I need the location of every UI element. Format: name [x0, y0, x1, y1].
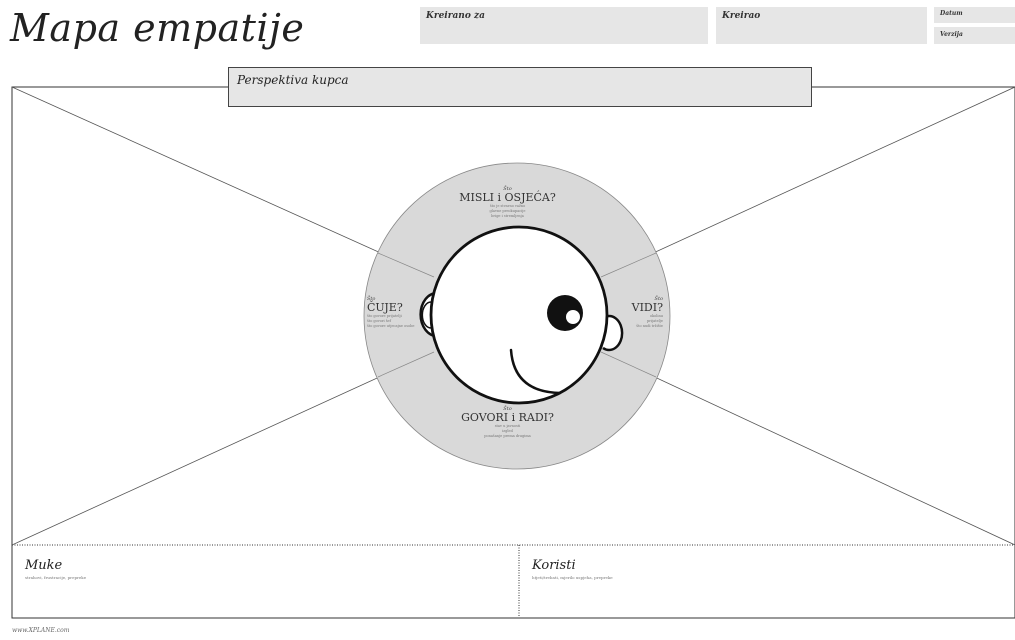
gain-section[interactable]: Koristi htjeti/trebati, mjerilo uspjeha,… — [532, 559, 1002, 581]
think-feel-section: Što MISLI i OSJEĆA? što je stvarno važno… — [440, 186, 575, 219]
hear-hint: što govore utjecajne osobe — [367, 324, 415, 328]
created-by-label: Kreirao — [722, 11, 761, 21]
footer-url[interactable]: www.XPLANE.com — [12, 627, 70, 634]
see-question: VIDI? — [631, 301, 663, 314]
hear-question: ČUJE? — [367, 301, 403, 314]
ring-divider — [600, 252, 657, 278]
diagonal-bottom-left — [11, 351, 435, 546]
say-do-prefix: Što — [503, 406, 512, 412]
see-hint: prijatelje — [647, 319, 663, 323]
think-feel-hint: brige i stremljenja — [491, 214, 524, 218]
see-prefix: Što — [654, 296, 663, 302]
say-do-question: GOVORI i RADI? — [461, 411, 554, 424]
think-feel-hint: glavne preokupacije — [489, 209, 526, 213]
say-do-section: Što GOVORI i RADI? stav u javnosti izgle… — [440, 406, 575, 439]
version-label: Verzija — [940, 31, 963, 38]
see-hint: okolinu — [649, 314, 663, 318]
pain-description: strahovi, frustracije, prepreke — [25, 575, 87, 580]
version-field[interactable]: Verzija — [934, 27, 1015, 44]
created-for-field[interactable]: Kreirano za — [420, 7, 708, 44]
page-title: Mapa empatije — [10, 6, 305, 50]
ring-divider — [377, 351, 435, 378]
head-icon — [429, 225, 609, 405]
left-ear-inner — [421, 301, 432, 329]
hear-prefix: Što — [367, 296, 376, 302]
diagonal-bottom-right — [600, 351, 1015, 546]
date-field[interactable]: Datum — [934, 7, 1015, 23]
diagonal-top-left — [11, 86, 435, 278]
ring-divider — [600, 351, 657, 378]
diagonal-top-right — [600, 86, 1015, 278]
hear-hint: što govori šef — [367, 319, 391, 323]
say-do-hint: stav u javnosti — [494, 424, 521, 428]
say-do-hint: ponašanje prema drugima — [484, 434, 531, 438]
customer-perspective-field[interactable]: Perspektiva kupca — [228, 67, 812, 107]
customer-perspective-label: Perspektiva kupca — [237, 73, 349, 87]
say-do-hint: izgled — [502, 429, 513, 433]
gain-description: htjeti/trebati, mjerilo uspjeha, preprek… — [532, 575, 613, 580]
date-label: Datum — [940, 10, 963, 17]
pain-section[interactable]: Muke strahovi, frustracije, prepreke — [25, 559, 495, 581]
think-feel-hint: što je stvarno važno — [489, 204, 526, 208]
hear-section: Što ČUJE? što govore prijatelji što govo… — [367, 296, 437, 329]
see-section: Što VIDI? okolinu prijatelje što nudi tr… — [600, 296, 663, 329]
ring-divider — [377, 252, 435, 278]
hear-hint: što govore prijatelji — [367, 314, 402, 318]
gain-label: Koristi — [532, 558, 576, 573]
pain-label: Muke — [25, 558, 63, 573]
created-for-label: Kreirano za — [426, 11, 485, 21]
created-by-field[interactable]: Kreirao — [716, 7, 927, 44]
see-hint: što nudi tržište — [636, 324, 663, 328]
eye-highlight — [566, 310, 580, 324]
mouth-icon — [509, 348, 562, 395]
think-feel-prefix: Što — [503, 186, 512, 192]
think-feel-question: MISLI i OSJEĆA? — [459, 191, 556, 204]
